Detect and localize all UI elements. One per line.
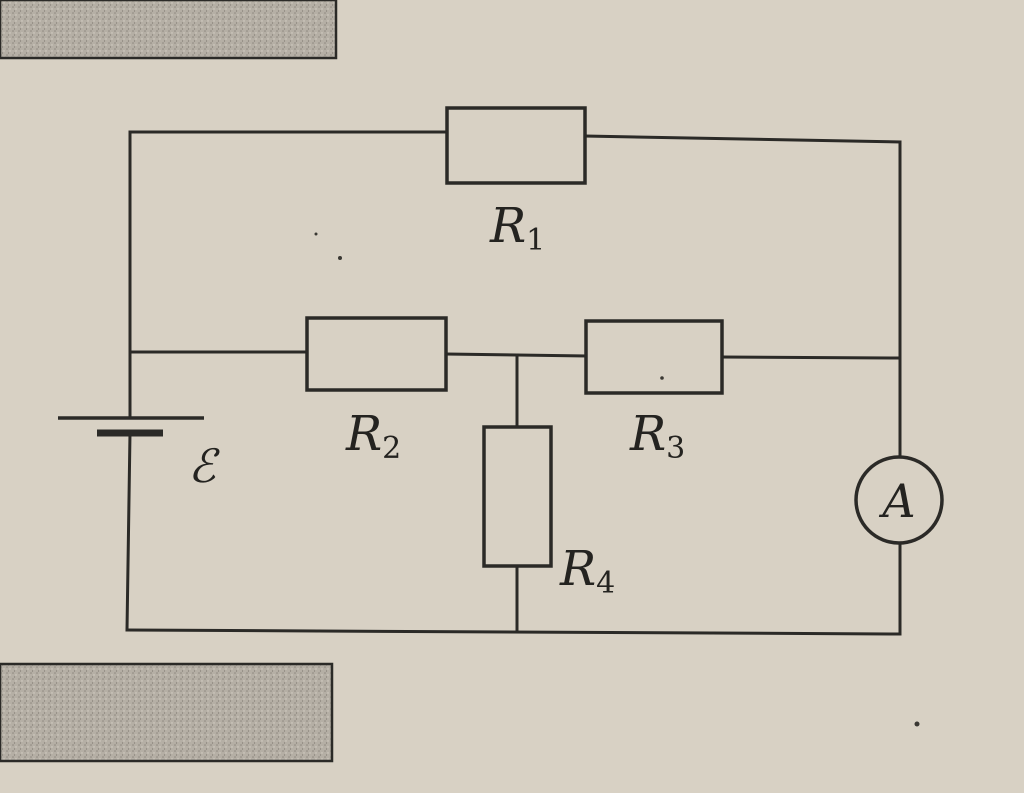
ink-speck — [914, 721, 920, 727]
label-r3-sub: 3 — [666, 431, 685, 466]
resistor-r2 — [305, 316, 448, 392]
label-r4-main: R — [559, 541, 596, 597]
label-r3-main: R — [629, 406, 666, 462]
ammeter-circle — [854, 455, 944, 545]
label-r4: R4 — [559, 541, 615, 601]
label-r2-main: R — [345, 406, 382, 462]
wire-left-lower — [125, 431, 132, 632]
wire-mid-right — [720, 355, 902, 360]
ink-speck — [660, 376, 664, 380]
ink-speck — [314, 232, 318, 236]
label-r2-sub: 2 — [382, 431, 401, 466]
label-r1-sub: 1 — [526, 223, 545, 258]
resistor-r1 — [445, 106, 587, 185]
wires — [125, 130, 902, 636]
resistor-r4 — [482, 425, 553, 568]
label-r2: R2 — [345, 406, 401, 466]
label-r3: R3 — [629, 406, 685, 466]
label-r1-main: R — [489, 198, 526, 254]
ammeter-label: A — [878, 474, 915, 528]
wire-bottom — [125, 628, 902, 636]
label-r4-sub: 4 — [596, 566, 615, 601]
resistor-r3 — [584, 319, 724, 395]
ink-speck — [338, 256, 342, 260]
top-gray-block — [0, 0, 338, 60]
bottom-gray-block — [0, 662, 334, 763]
wire-top-right — [583, 134, 902, 144]
label-r1: R1 — [489, 198, 545, 258]
label-emf: ℰ — [188, 439, 220, 493]
battery-symbol — [58, 416, 204, 437]
